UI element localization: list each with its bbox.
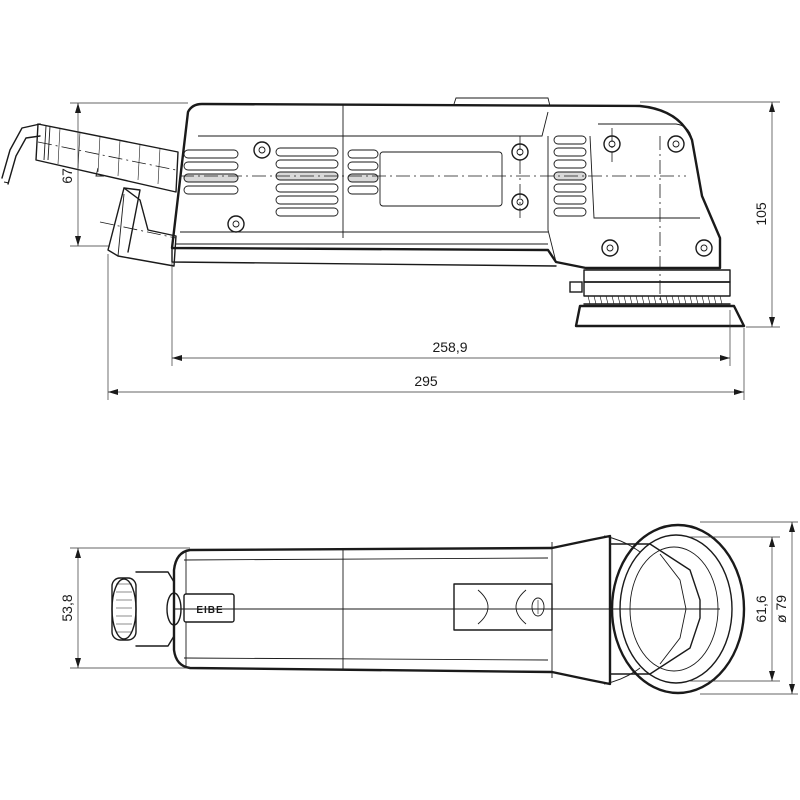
vent-slots-left [183,149,239,195]
side-view: 67 105 258,9 295 [1,97,780,400]
vent-slots-right [347,149,503,207]
sander-housing [170,97,722,300]
dim-height-hose: 67 [59,168,75,184]
dim-length-total: 295 [414,373,438,389]
top-view: EIBE [59,521,798,695]
vent-slots-middle [275,147,339,217]
hose-connector [111,571,182,647]
dim-top-width-hose: 53,8 [59,594,75,621]
dim-top-width-pad-outer: ø 79 [773,595,789,623]
power-cord [1,123,179,193]
round-pad [603,523,746,695]
dust-nozzle [99,187,177,267]
sanding-pad [569,269,746,328]
side-dimension-lines [70,101,780,400]
dim-top-width-pad-inner: 61,6 [753,595,769,622]
brand-plate-label: EIBE [196,605,223,616]
dim-length-short: 258,9 [432,339,467,355]
top-dimension-lines [70,521,798,695]
dim-height-front: 105 [753,202,769,226]
top-housing: EIBE [172,534,720,686]
